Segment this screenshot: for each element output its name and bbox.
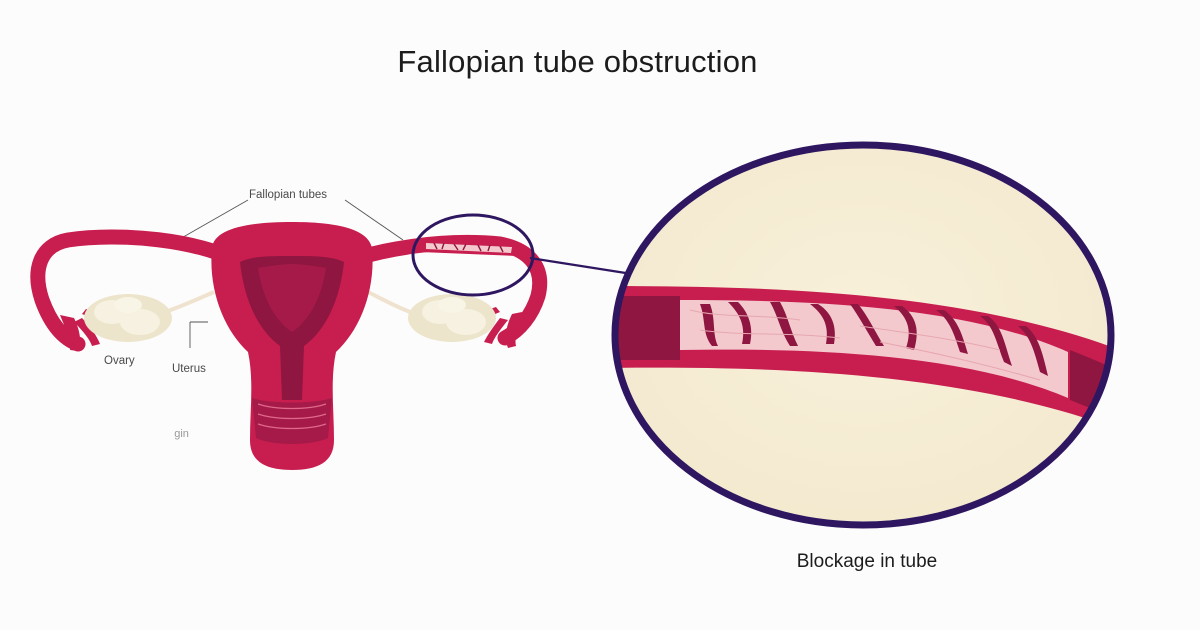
label-ovary: Ovary xyxy=(104,355,135,367)
right-ovary xyxy=(408,294,496,342)
zoom-magnifier xyxy=(611,141,1115,529)
diagram-title: Fallopian tube obstruction xyxy=(397,44,758,79)
label-uterus: Uterus xyxy=(172,363,206,375)
zoom-blockage-tissue xyxy=(680,300,1068,398)
zoom-source-circle xyxy=(411,213,535,297)
right-fallopian-tube xyxy=(337,234,548,346)
left-ovary xyxy=(84,294,172,342)
tubes-pointer-left xyxy=(177,199,249,241)
label-vagina-partial: gin xyxy=(172,428,189,440)
tubes-pointer-right xyxy=(344,199,404,241)
zoom-blockage-texture xyxy=(689,309,1041,381)
small-blockage-segment xyxy=(420,240,520,256)
zoom-caption: Blockage in tube xyxy=(796,551,938,572)
right-ovarian-ligament xyxy=(367,290,411,314)
zoom-magnifier-ring xyxy=(611,141,1115,529)
uterus-body xyxy=(211,222,373,470)
left-fallopian-tube xyxy=(30,229,246,352)
zoom-connector-line xyxy=(529,256,633,276)
label-fallopian-tubes: Fallopian tubes xyxy=(249,189,327,201)
left-ovarian-ligament xyxy=(164,290,215,314)
